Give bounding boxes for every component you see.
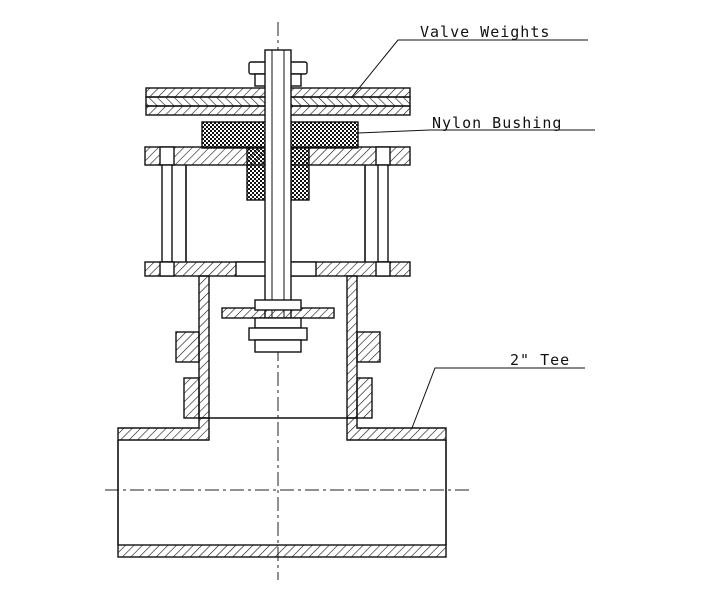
nylon-bushing-leader: [357, 129, 595, 134]
label-nylon-bushing: Nylon Bushing: [432, 114, 562, 132]
valve-disc: [221, 299, 335, 353]
tee-fitting: [117, 417, 447, 558]
valve-stem: [264, 49, 292, 349]
valve-weights-leader: [350, 39, 588, 99]
side-lugs: [175, 331, 381, 419]
label-valve-weights: Valve Weights: [420, 23, 550, 41]
label-tee: 2" Tee: [510, 351, 570, 369]
tee-leader: [411, 367, 585, 429]
